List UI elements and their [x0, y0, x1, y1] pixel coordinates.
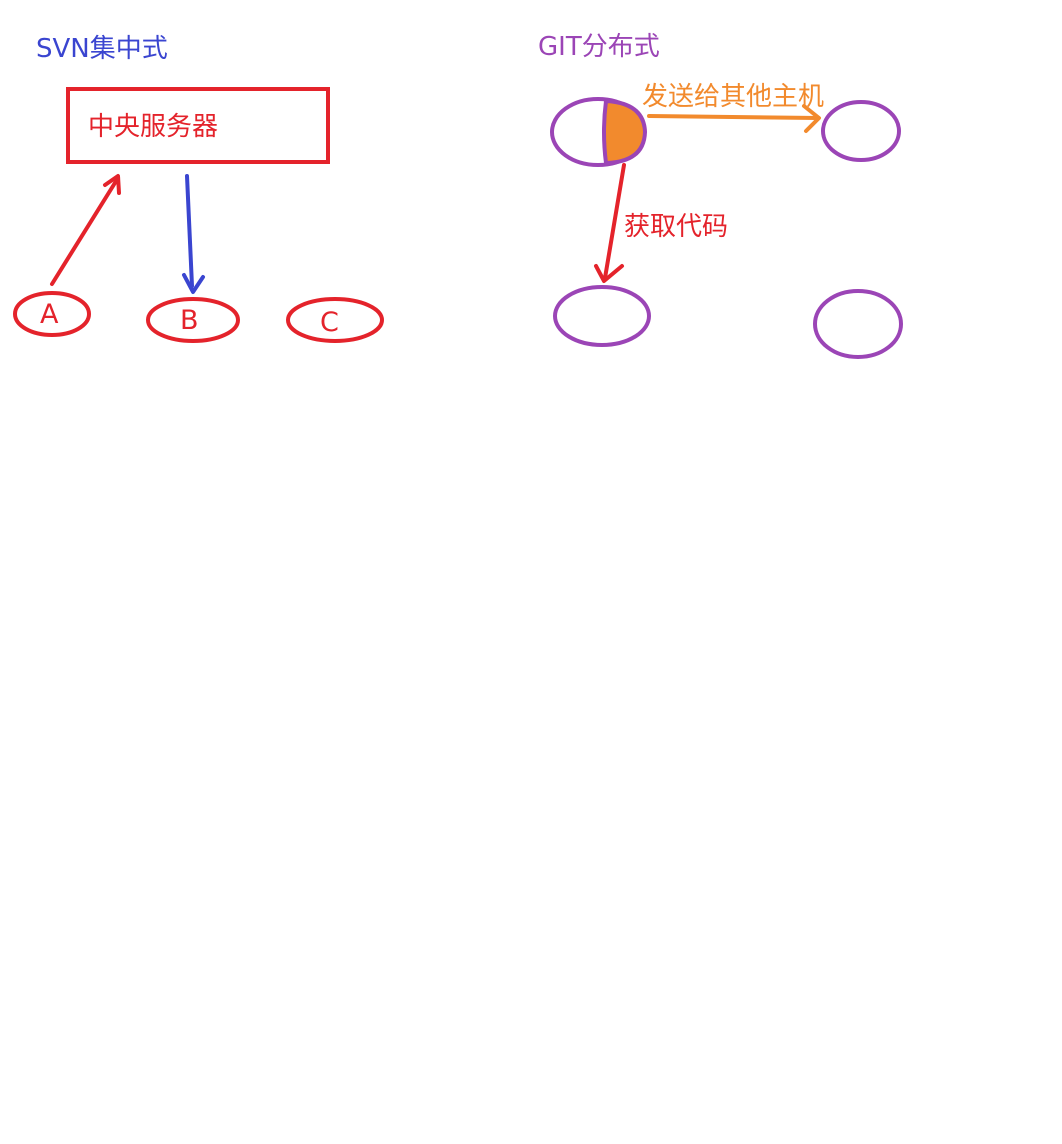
svn-title: SVN集中式 [36, 34, 168, 64]
svn-client-c-label: C [320, 307, 339, 338]
send-label: 发送给其他主机 [642, 82, 825, 112]
svn-client-b-node [146, 297, 240, 343]
git-peer-bottom-left-node [553, 285, 651, 347]
upload-arrow-head-icon [103, 174, 121, 195]
send-arrow-icon [647, 114, 820, 120]
central-server-box [66, 87, 330, 164]
fetch-arrow-head-icon [594, 264, 624, 283]
git-peer-bottom-right-node [813, 289, 903, 359]
download-arrow-icon [185, 174, 194, 288]
fetch-label: 获取代码 [624, 212, 729, 242]
svn-client-a-label: A [40, 299, 59, 330]
download-arrow-head-icon [182, 273, 205, 294]
git-source-node-highlight [602, 99, 647, 165]
upload-arrow-icon [50, 176, 120, 286]
send-arrow-head-icon [802, 104, 821, 133]
git-title: GIT分布式 [538, 32, 660, 62]
central-server-label: 中央服务器 [88, 112, 219, 142]
svn-client-a-node [13, 291, 91, 337]
svn-client-c-node [286, 297, 384, 343]
svn-client-b-label: B [180, 305, 199, 336]
git-peer-top-right-node [821, 100, 901, 162]
fetch-arrow-icon [603, 163, 626, 280]
